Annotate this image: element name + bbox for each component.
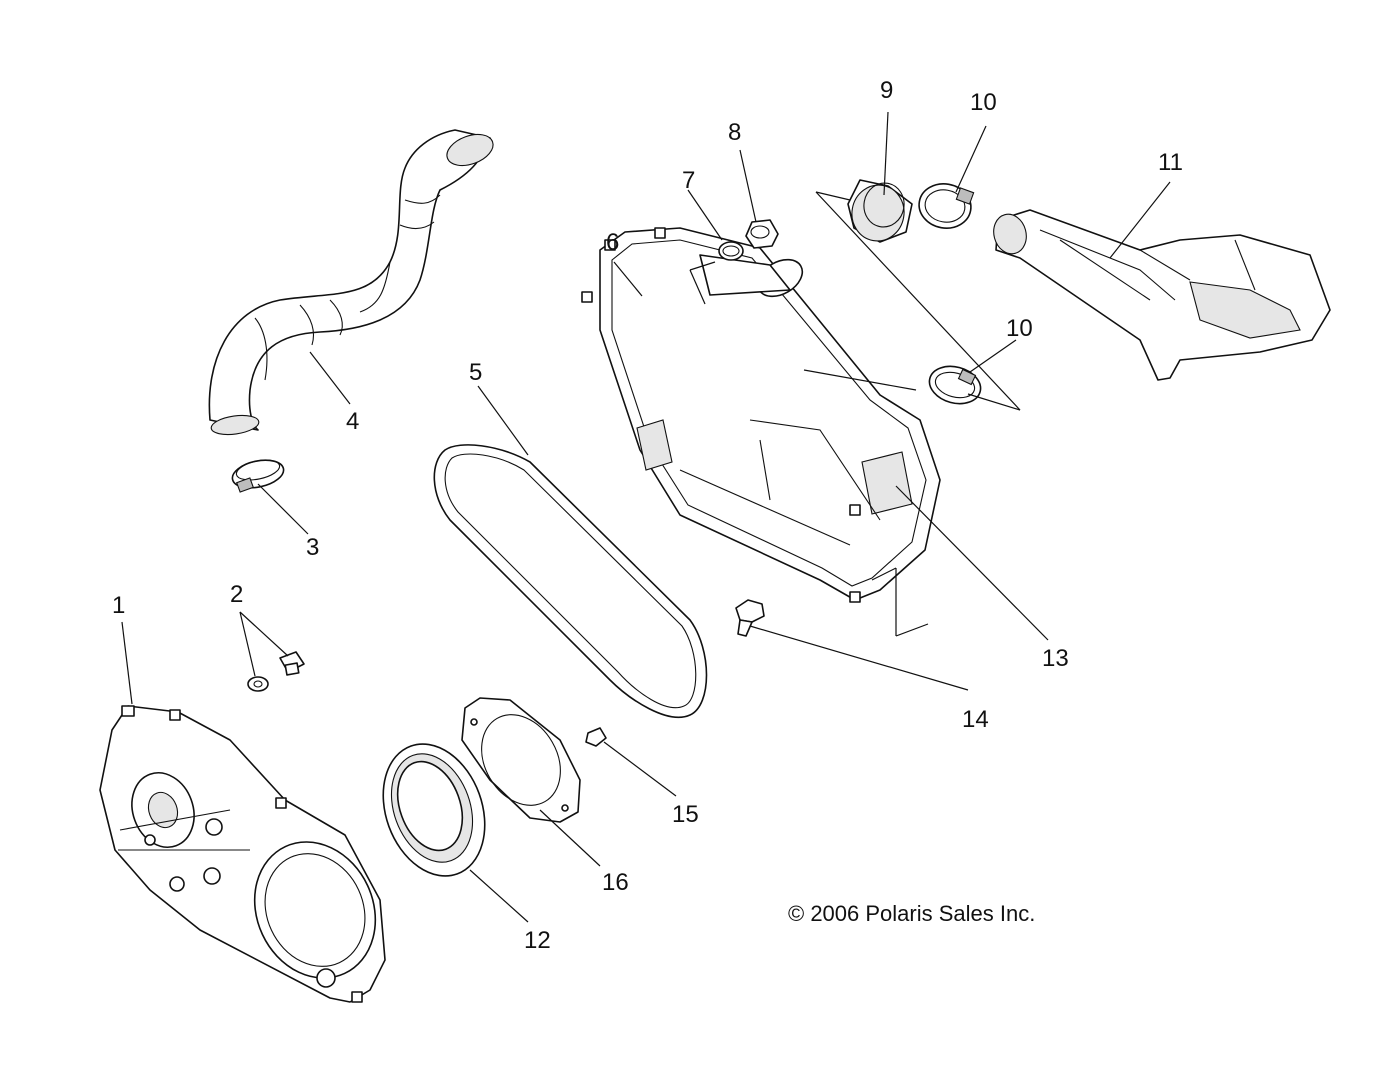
leader-lines <box>121 111 1171 923</box>
hose-clamp-part-3 <box>231 459 285 493</box>
callout-9: 9 <box>880 77 893 104</box>
callout-10-lower: 10 <box>1006 315 1033 342</box>
callout-labels: 1 2 3 4 5 6 7 8 9 10 10 11 12 13 14 15 1… <box>112 77 1183 954</box>
callout-14: 14 <box>962 706 989 733</box>
inner-clutch-cover-part-1 <box>99 705 386 1003</box>
bolt-part-14 <box>735 599 765 637</box>
drive-belt-part-5 <box>433 444 708 718</box>
hose-clamp-lower-part-10 <box>928 365 982 405</box>
callout-2: 2 <box>230 581 243 608</box>
callout-11: 11 <box>1158 149 1183 176</box>
seal-ring-part-12 <box>382 743 486 877</box>
retainer-plate-part-16 <box>461 697 581 823</box>
callout-4: 4 <box>346 408 359 435</box>
callout-13: 13 <box>1042 645 1069 672</box>
bolt-washer-part-2 <box>247 651 305 692</box>
callout-10-upper: 10 <box>970 89 997 116</box>
callout-12: 12 <box>524 927 551 954</box>
o-ring-part-7 <box>718 241 744 261</box>
copyright-notice: © 2006 Polaris Sales Inc. <box>788 901 1035 926</box>
callout-15: 15 <box>672 801 699 828</box>
callout-16: 16 <box>602 869 629 896</box>
outer-clutch-cover-part-6 <box>581 227 941 603</box>
duct-adapter-part-9 <box>847 179 913 243</box>
hose-clamp-upper-part-10 <box>918 183 975 229</box>
bolt-part-15 <box>585 727 607 747</box>
callout-8: 8 <box>728 119 741 146</box>
callout-1: 1 <box>112 592 125 619</box>
callout-6: 6 <box>606 229 619 256</box>
callout-3: 3 <box>306 534 319 561</box>
callout-5: 5 <box>469 359 482 386</box>
intake-duct-part-4 <box>208 129 494 436</box>
callout-7: 7 <box>682 167 695 194</box>
plug-part-8 <box>745 219 779 249</box>
air-box-duct-part-11 <box>993 209 1331 381</box>
